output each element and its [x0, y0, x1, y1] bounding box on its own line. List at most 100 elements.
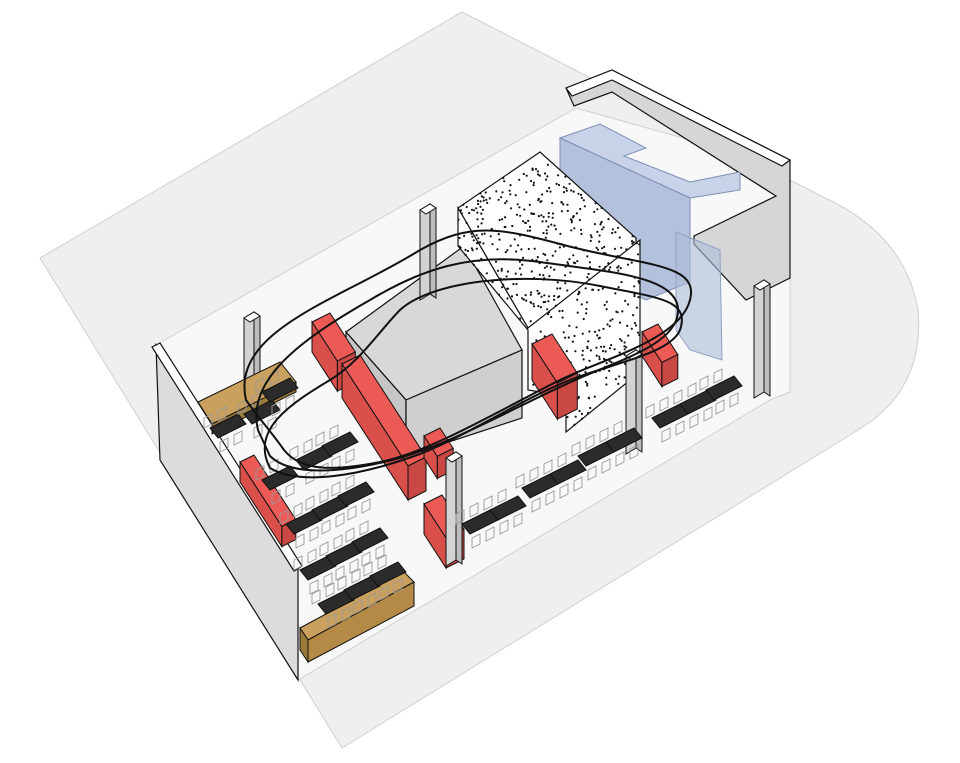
dot [547, 311, 551, 314]
dot [587, 272, 590, 276]
dot [561, 309, 564, 312]
table-9 [331, 474, 375, 521]
dot [582, 199, 585, 202]
dot [566, 416, 569, 419]
dot [479, 192, 482, 195]
dot [502, 283, 505, 286]
dot [508, 189, 511, 192]
column-5 [753, 279, 771, 399]
dot [617, 286, 620, 289]
dot [542, 252, 545, 255]
table-23 [673, 382, 717, 429]
dot [574, 350, 577, 353]
dot [561, 316, 564, 319]
dot [546, 163, 550, 166]
dot [586, 382, 589, 385]
dot [600, 345, 603, 348]
dot [551, 216, 554, 219]
dot [605, 300, 608, 303]
dot [579, 207, 582, 211]
dot [477, 202, 480, 206]
dot [578, 218, 582, 222]
dot [613, 348, 616, 351]
dot [550, 223, 553, 226]
dot [497, 198, 500, 201]
dot [611, 228, 615, 231]
dot [521, 297, 524, 300]
dot [506, 249, 509, 252]
dot [570, 229, 573, 232]
dot [586, 345, 589, 348]
dot [482, 196, 485, 199]
dot [549, 266, 552, 269]
dot [503, 180, 506, 183]
dot [633, 285, 636, 288]
dot [476, 268, 479, 271]
dot [518, 267, 522, 270]
blue-block-curtain [675, 231, 723, 361]
dot [580, 417, 584, 420]
dot [559, 287, 562, 290]
dot [586, 276, 589, 279]
dot [568, 324, 571, 327]
dot [517, 244, 520, 247]
dot [504, 216, 507, 219]
dot [567, 336, 570, 339]
dot [618, 351, 621, 354]
dot [470, 247, 473, 250]
dot [595, 346, 598, 349]
dot [603, 345, 606, 348]
table-21 [599, 420, 643, 467]
dot [547, 225, 550, 228]
dot [598, 329, 601, 332]
table-1 [203, 406, 247, 453]
dot [553, 294, 556, 298]
dot [578, 409, 581, 413]
dot [586, 255, 589, 258]
dot [638, 243, 641, 246]
dot [576, 298, 579, 301]
dot [605, 308, 608, 311]
dot [585, 307, 588, 311]
dot [596, 208, 599, 211]
dot [565, 189, 568, 192]
dot [605, 383, 608, 386]
dot [472, 209, 476, 212]
dot [515, 282, 518, 286]
dot [596, 230, 599, 233]
dot [458, 245, 461, 248]
dot [475, 242, 479, 245]
dot [623, 345, 626, 348]
dot [583, 205, 587, 208]
dot [545, 232, 549, 235]
dot [601, 228, 604, 231]
dot [630, 240, 634, 243]
dot [550, 315, 553, 319]
dot [621, 310, 624, 313]
dot [547, 215, 550, 218]
back-wall-top [565, 69, 792, 167]
dot [601, 349, 605, 353]
dot [525, 174, 528, 177]
dot [476, 199, 479, 202]
loop-1 [243, 229, 693, 469]
dot [588, 278, 591, 281]
dot [509, 193, 512, 196]
dot [566, 289, 569, 292]
dot [477, 237, 480, 240]
dot [542, 231, 545, 235]
dot [565, 187, 568, 190]
dot [568, 258, 571, 261]
dot [584, 380, 587, 383]
dot [512, 283, 515, 286]
dot [570, 189, 573, 192]
dot [562, 191, 566, 194]
dot [520, 273, 523, 276]
table-14 [337, 568, 381, 615]
dot [521, 263, 524, 266]
dot [544, 253, 547, 256]
dot [569, 271, 572, 274]
dot [637, 253, 640, 256]
dot [610, 361, 613, 364]
